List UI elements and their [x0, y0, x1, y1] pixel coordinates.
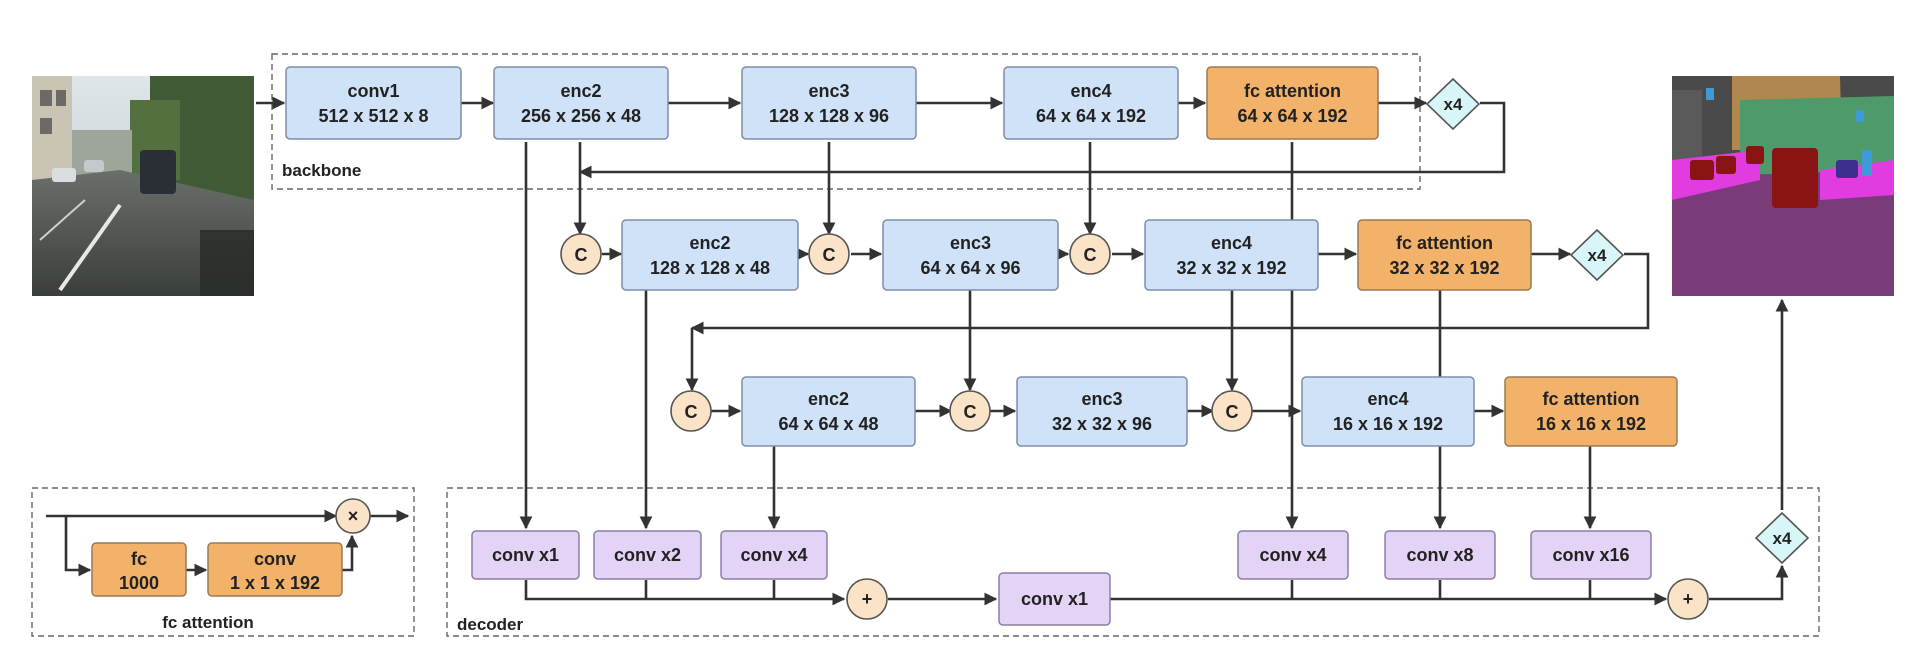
- s3-enc2-name: enc2: [808, 389, 849, 409]
- s3-enc3-shape: 32 x 32 x 96: [1052, 414, 1152, 434]
- s3-concat-3: C: [1211, 390, 1253, 432]
- s2-upsample-label: x4: [1588, 246, 1607, 265]
- bb-fc-attention-name: fc attention: [1244, 81, 1341, 101]
- s2-enc2-shape: 128 x 128 x 48: [650, 258, 770, 278]
- fc-attention-region-label: fc attention: [162, 613, 254, 632]
- s3-fc-attention-shape: 16 x 16 x 192: [1536, 414, 1646, 434]
- s3-concat-3-label: C: [1226, 402, 1239, 422]
- s3-concat-1-label: C: [685, 402, 698, 422]
- s2-concat-1-label: C: [575, 245, 588, 265]
- s2-concat-3: C: [1069, 233, 1111, 275]
- edge-att-down: [64, 516, 92, 577]
- s2-enc4: enc4 32 x 32 x 192: [1144, 219, 1319, 291]
- backbone-region: [271, 53, 1421, 190]
- bb-enc2-shape: 256 x 256 x 48: [521, 106, 641, 126]
- dec-upsample-diamond: x4: [1754, 511, 1810, 565]
- dec-conv-mid: conv x1: [998, 572, 1111, 626]
- att-multiply: ×: [335, 498, 371, 534]
- att-conv-value: 1 x 1 x 192: [230, 573, 320, 593]
- dec-conv-mid-label: conv x1: [1021, 589, 1088, 609]
- att-fc: fc 1000: [91, 542, 187, 597]
- s2-fc-attention: fc attention 32 x 32 x 192: [1357, 219, 1532, 291]
- edges: [46, 96, 1789, 606]
- s3-enc4-shape: 16 x 16 x 192: [1333, 414, 1443, 434]
- s2-concat-2-label: C: [823, 245, 836, 265]
- s2-concat-1: C: [560, 233, 602, 275]
- dec-conv-f: conv x16: [1530, 530, 1652, 580]
- bb-enc2-name: enc2: [560, 81, 601, 101]
- dec-conv-e-label: conv x8: [1406, 545, 1473, 565]
- s2-enc3-shape: 64 x 64 x 96: [920, 258, 1020, 278]
- s2-enc3: enc3 64 x 64 x 96: [882, 219, 1059, 291]
- bb-conv1-shape: 512 x 512 x 8: [318, 106, 428, 126]
- s3-concat-1: C: [670, 390, 712, 432]
- s2-concat-3-label: C: [1084, 245, 1097, 265]
- bb-enc4-shape: 64 x 64 x 192: [1036, 106, 1146, 126]
- segmentation-map: [1672, 76, 1894, 296]
- bb-fc-attention-shape: 64 x 64 x 192: [1237, 106, 1347, 126]
- edge-sum2-x4: [1709, 564, 1789, 601]
- input-image: [32, 76, 254, 296]
- s2-fc-attention-name: fc attention: [1396, 233, 1493, 253]
- bb-enc3-shape: 128 x 128 x 96: [769, 106, 889, 126]
- dec-upsample-label: x4: [1773, 529, 1792, 548]
- dec-conv-b-label: conv x2: [614, 545, 681, 565]
- s2-enc4-shape: 32 x 32 x 192: [1176, 258, 1286, 278]
- decoder-region: [446, 487, 1820, 637]
- dec-conv-b: conv x2: [593, 530, 702, 580]
- att-fc-value: 1000: [119, 573, 159, 593]
- s3-enc3: enc3 32 x 32 x 96: [1016, 376, 1188, 447]
- backbone-label: backbone: [282, 161, 361, 180]
- s2-fc-attention-shape: 32 x 32 x 192: [1389, 258, 1499, 278]
- fc-attention-region: [31, 487, 415, 637]
- bb-conv1: conv1 512 x 512 x 8: [285, 66, 462, 140]
- dec-sum-1: +: [846, 578, 888, 620]
- edge-x4-loop2: [690, 252, 1650, 335]
- dec-sum-1-label: +: [862, 589, 873, 609]
- att-multiply-label: ×: [348, 506, 359, 526]
- s3-enc2-shape: 64 x 64 x 48: [778, 414, 878, 434]
- edge-dec-sum1: [524, 580, 846, 606]
- s3-enc2: enc2 64 x 64 x 48: [741, 376, 916, 447]
- dec-conv-c: conv x4: [720, 530, 828, 580]
- s2-upsample-diamond: x4: [1569, 228, 1625, 282]
- bb-enc3: enc3 128 x 128 x 96: [741, 66, 917, 140]
- dec-conv-c-label: conv x4: [740, 545, 807, 565]
- s3-fc-attention: fc attention 16 x 16 x 192: [1504, 376, 1678, 447]
- edge-x4-loop1: [578, 101, 1506, 179]
- s2-enc2: enc2 128 x 128 x 48: [621, 219, 799, 291]
- s3-enc3-name: enc3: [1081, 389, 1122, 409]
- dec-conv-e: conv x8: [1384, 530, 1496, 580]
- s3-fc-attention-name: fc attention: [1543, 389, 1640, 409]
- att-conv-name: conv: [254, 549, 296, 569]
- edge-conv-mult: [342, 534, 359, 572]
- dec-conv-a: conv x1: [471, 530, 580, 580]
- s2-enc4-name: enc4: [1211, 233, 1252, 253]
- s3-concat-2-label: C: [964, 402, 977, 422]
- bb-enc4: enc4 64 x 64 x 192: [1003, 66, 1179, 140]
- s3-concat-2: C: [949, 390, 991, 432]
- bb-fc-attention: fc attention 64 x 64 x 192: [1206, 66, 1379, 140]
- dec-conv-d-label: conv x4: [1259, 545, 1326, 565]
- s2-concat-2: C: [808, 233, 850, 275]
- bb-upsample-label: x4: [1444, 95, 1463, 114]
- s2-enc2-name: enc2: [689, 233, 730, 253]
- bb-enc2: enc2 256 x 256 x 48: [493, 66, 669, 140]
- dec-conv-d: conv x4: [1237, 530, 1349, 580]
- att-fc-name: fc: [131, 549, 147, 569]
- decoder-label: decoder: [457, 615, 524, 634]
- att-conv: conv 1 x 1 x 192: [207, 542, 343, 597]
- bb-upsample-diamond: x4: [1425, 77, 1481, 131]
- dec-sum-2: +: [1667, 578, 1709, 620]
- s2-enc3-name: enc3: [950, 233, 991, 253]
- dec-conv-a-label: conv x1: [492, 545, 559, 565]
- bb-conv1-name: conv1: [347, 81, 399, 101]
- dec-sum-2-label: +: [1683, 589, 1694, 609]
- s3-enc4-name: enc4: [1367, 389, 1408, 409]
- bb-enc4-name: enc4: [1070, 81, 1111, 101]
- dec-conv-f-label: conv x16: [1552, 545, 1629, 565]
- s3-enc4: enc4 16 x 16 x 192: [1301, 376, 1475, 447]
- bb-enc3-name: enc3: [808, 81, 849, 101]
